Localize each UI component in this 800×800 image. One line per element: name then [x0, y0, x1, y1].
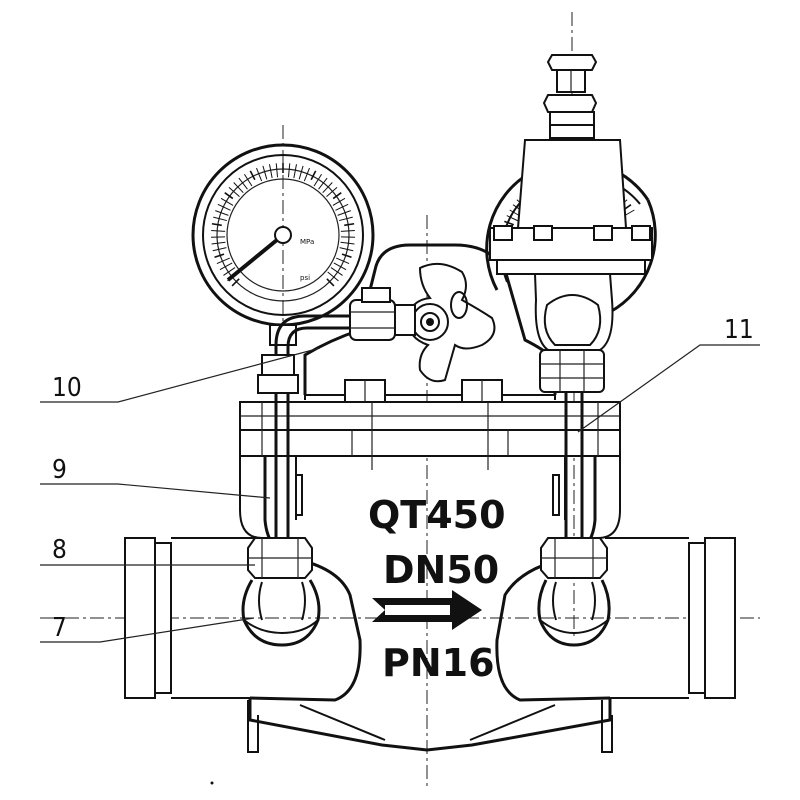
gauge-tick	[212, 247, 227, 252]
material-marking: QT450	[368, 493, 506, 537]
gauge-tick	[322, 182, 333, 194]
gauge-tick	[326, 187, 338, 198]
gauge-tick	[213, 216, 227, 222]
gauge-tick	[224, 192, 234, 200]
gauge-tick	[211, 241, 226, 245]
gauge-tick	[219, 262, 233, 271]
left-connecting-tube	[257, 314, 350, 540]
callout-7: 7	[52, 613, 67, 643]
gauge-tick	[238, 177, 248, 190]
gauge-tick	[243, 173, 253, 187]
gauge-tick	[310, 170, 317, 181]
gauge-tick	[287, 163, 291, 178]
size-marking: DN50	[383, 548, 499, 592]
callout-9: 9	[52, 455, 67, 485]
gauge-tick	[211, 229, 226, 232]
gauge-tick	[340, 229, 355, 232]
gauge-tick	[330, 267, 343, 276]
lower-right-fitting	[537, 537, 611, 647]
gauge-unit-psi: psi	[300, 274, 310, 282]
callout-leaders	[40, 344, 760, 643]
gauge-tick	[220, 197, 234, 206]
gauge-tick	[249, 170, 256, 181]
lower-left-fitting	[241, 537, 321, 647]
gauge-tick	[333, 262, 347, 271]
gauge-tick	[341, 253, 352, 259]
right-connecting-tube	[564, 392, 584, 540]
gauge-tick	[344, 222, 355, 227]
gauge-fitting-nut	[349, 287, 416, 341]
gauge-tick	[303, 167, 310, 182]
flow-direction-arrow	[372, 590, 482, 630]
gauge-tick	[332, 197, 346, 206]
gauge-tick	[313, 173, 323, 187]
gauge-unit-mpa: MPa	[300, 238, 314, 246]
gauge-tick	[269, 164, 273, 179]
gauge-tick	[217, 203, 231, 211]
bonnet-cover	[303, 243, 557, 395]
gauge-tick	[318, 177, 328, 190]
gauge-tick	[339, 216, 353, 222]
gauge-tick	[327, 271, 339, 282]
pressure-marking: PN16	[382, 641, 495, 685]
gauge-tick	[504, 220, 515, 226]
gauge-tick	[339, 247, 354, 252]
gauge-tick	[231, 278, 240, 287]
cap-bolts	[344, 379, 503, 470]
pilot-regulator	[489, 54, 653, 393]
gauge-tick	[340, 241, 355, 245]
gauge-tick	[228, 187, 240, 198]
callout-10: 10	[52, 373, 82, 403]
gauge-tick	[335, 203, 349, 211]
gauge-tick	[326, 278, 335, 287]
gauge-tick	[256, 167, 263, 182]
gauge-tick	[332, 192, 342, 200]
hand-wheel[interactable]	[406, 262, 496, 383]
gauge-tick	[293, 164, 297, 179]
callout-8: 8	[52, 535, 67, 565]
gauge-tick	[211, 222, 222, 227]
gauge-tick	[223, 267, 236, 276]
gauge-tick	[233, 182, 244, 194]
gauge-tick	[337, 210, 351, 216]
gauge-tick	[262, 165, 268, 180]
gauge-tick	[275, 163, 279, 178]
gauge-tick	[214, 253, 225, 259]
gauge-tick	[216, 257, 230, 265]
gauge-tick	[336, 257, 350, 265]
callout-11: 11	[724, 315, 754, 345]
gauge-tick	[298, 165, 304, 180]
gauge-tick	[506, 215, 520, 222]
stray-dot	[210, 781, 214, 785]
gauge-tick	[215, 210, 229, 216]
